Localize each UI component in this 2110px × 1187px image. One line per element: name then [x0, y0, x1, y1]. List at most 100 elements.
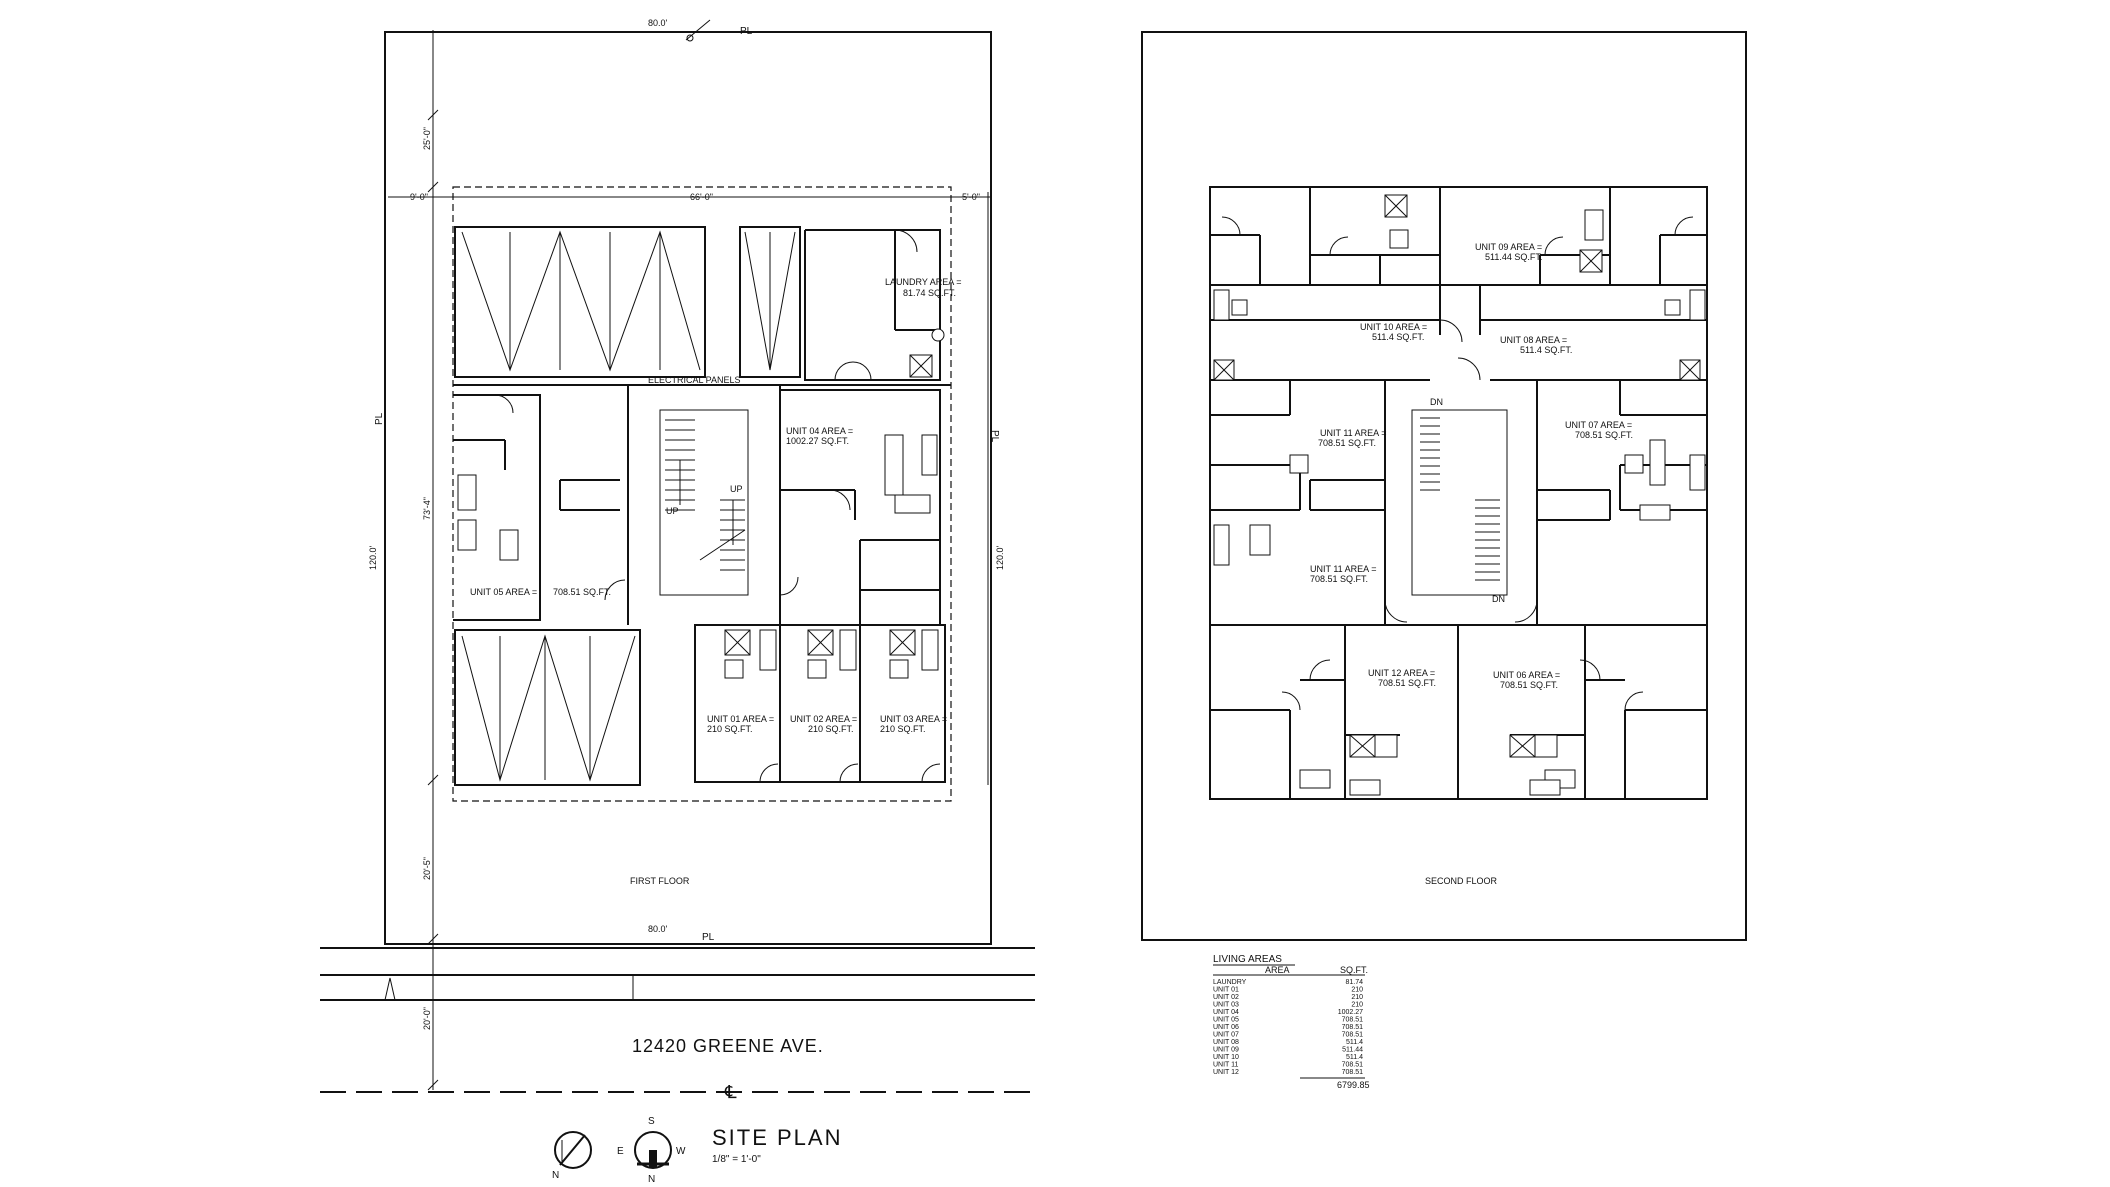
- pl-bottom: PL: [702, 932, 715, 943]
- unit05-area: 708.51 SQ.FT.: [553, 587, 611, 597]
- dim-building-depth: 73'-4": [422, 497, 432, 520]
- unit11b-area: 708.51 SQ.FT.: [1310, 574, 1368, 584]
- living-areas-table: LIVING AREAS AREA SQ.FT. 6799.85 LAUNDRY…: [1213, 954, 1370, 1090]
- table-row-sqft: 708.51: [1342, 1069, 1364, 1076]
- unit09-area: 511.44 SQ.FT.: [1485, 252, 1542, 262]
- site-plan-title: SITE PLAN: [712, 1125, 842, 1150]
- electrical-panels-label: ELECTRICAL PANELS: [648, 375, 741, 385]
- living-areas-title: LIVING AREAS: [1213, 954, 1282, 965]
- site-plan: 80.0' PL 66'-0" 9'-0" 5'-0" 25'-0" 73'-4…: [320, 18, 1035, 1185]
- stair-up2-label: UP: [666, 506, 679, 516]
- dim-sidewalk: 20'-0": [422, 1007, 432, 1030]
- table-row-sqft: 210: [1351, 994, 1363, 1001]
- building-footprint: [452, 186, 952, 802]
- street-name: 12420 GREENE AVE.: [632, 1036, 824, 1056]
- table-row-sqft: 511.44: [1342, 1047, 1363, 1054]
- unit11a-label: UNIT 11 AREA =: [1320, 428, 1386, 438]
- second-floor-plan: UNIT 09 AREA = 511.44 SQ.FT. UNIT 10 ARE…: [1141, 31, 1747, 941]
- compass-s: S: [648, 1116, 655, 1127]
- second-floor-label: SECOND FLOOR: [1425, 876, 1498, 886]
- table-row-sqft: 511.4: [1346, 1054, 1363, 1061]
- table-row-area: UNIT 01: [1213, 987, 1239, 994]
- unit02-label: UNIT 02 AREA =: [790, 714, 857, 724]
- table-row-sqft: 511.4: [1346, 1039, 1363, 1046]
- compass-w: W: [676, 1146, 686, 1157]
- unit04-area: 1002.27 SQ.FT.: [786, 436, 849, 446]
- table-row-area: UNIT 07: [1213, 1032, 1239, 1039]
- lot-boundary: [384, 31, 992, 945]
- living-areas-total: 6799.85: [1337, 1080, 1370, 1090]
- first-floor-label: FIRST FLOOR: [630, 876, 690, 886]
- pl-left: PL: [374, 412, 385, 425]
- unit11b-label: UNIT 11 AREA =: [1310, 564, 1376, 574]
- pl-right: PL: [989, 430, 1000, 443]
- north-arrow: N: [552, 1131, 592, 1181]
- table-row-area: UNIT 04: [1213, 1009, 1239, 1016]
- unit01-area: 210 SQ.FT.: [707, 724, 753, 734]
- dim-lot-depth-right: 120.0': [995, 545, 1005, 570]
- unit05-label: UNIT 05 AREA =: [470, 587, 537, 597]
- unit03-label: UNIT 03 AREA =: [880, 714, 947, 724]
- table-row-sqft: 708.51: [1342, 1017, 1364, 1024]
- table-row-area: UNIT 11: [1213, 1062, 1239, 1069]
- unit03-area: 210 SQ.FT.: [880, 724, 926, 734]
- table-row-area: UNIT 09: [1213, 1047, 1239, 1054]
- site-plan-scale: 1/8" = 1'-0": [712, 1154, 761, 1165]
- stair-dn-label: DN: [1430, 397, 1443, 407]
- centerline-mark: ℄: [724, 1082, 738, 1102]
- dim-rear-setback: 25'-0": [422, 127, 432, 150]
- second-floor-sheet-border: [1141, 31, 1747, 941]
- stair-up-label: UP: [730, 484, 743, 494]
- table-row-area: UNIT 02: [1213, 994, 1239, 1001]
- compass-n: N: [648, 1174, 655, 1185]
- col-area-header: AREA: [1265, 965, 1290, 975]
- laundry-label: LAUNDRY AREA =: [885, 277, 961, 287]
- stair-dn2-label: DN: [1492, 594, 1505, 604]
- unit12-label: UNIT 12 AREA =: [1368, 668, 1435, 678]
- dim-bottom-width: 80.0': [648, 924, 668, 934]
- unit04-label: UNIT 04 AREA =: [786, 426, 853, 436]
- dim-side-right: 5'-0": [962, 192, 980, 202]
- pl-top: PL: [740, 26, 753, 37]
- compass-rose: S E W N: [617, 1116, 686, 1185]
- unit07-label: UNIT 07 AREA =: [1565, 420, 1632, 430]
- table-row-sqft: 1002.27: [1338, 1009, 1363, 1016]
- table-row-sqft: 81.74: [1345, 979, 1363, 986]
- compass-e: E: [617, 1146, 624, 1157]
- dim-lot-depth-left: 120.0': [368, 545, 378, 570]
- table-row-area: UNIT 12: [1213, 1069, 1239, 1076]
- unit02-area: 210 SQ.FT.: [808, 724, 854, 734]
- table-row-area: LAUNDRY: [1213, 979, 1247, 986]
- table-row-sqft: 708.51: [1342, 1032, 1364, 1039]
- unit10-label: UNIT 10 AREA =: [1360, 322, 1427, 332]
- table-row-area: UNIT 05: [1213, 1017, 1239, 1024]
- unit01-label: UNIT 01 AREA =: [707, 714, 774, 724]
- table-row-sqft: 708.51: [1342, 1024, 1364, 1031]
- unit08-area: 511.4 SQ.FT.: [1520, 345, 1572, 355]
- unit09-label: UNIT 09 AREA =: [1475, 242, 1542, 252]
- unit08-label: UNIT 08 AREA =: [1500, 335, 1567, 345]
- first-floor-walls: [453, 229, 951, 783]
- unit11a-area: 708.51 SQ.FT.: [1318, 438, 1376, 448]
- dim-building-width: 66'-0": [690, 192, 713, 202]
- unit06-area: 708.51 SQ.FT.: [1500, 680, 1558, 690]
- table-row-area: UNIT 08: [1213, 1039, 1239, 1046]
- unit12-area: 708.51 SQ.FT.: [1378, 678, 1436, 688]
- table-row-area: UNIT 10: [1213, 1054, 1239, 1061]
- unit10-area: 511.4 SQ.FT.: [1372, 332, 1424, 342]
- dim-top-width: 80.0': [648, 18, 668, 28]
- laundry-area: 81.74 SQ.FT.: [903, 288, 956, 298]
- table-row-sqft: 210: [1351, 1002, 1363, 1009]
- table-row-area: UNIT 06: [1213, 1024, 1239, 1031]
- dim-front-setback: 20'-5": [422, 857, 432, 880]
- north-arrow-n: N: [552, 1170, 559, 1181]
- dim-side-left: 9'-0": [410, 192, 428, 202]
- second-floor-walls: [1210, 187, 1707, 799]
- table-row-sqft: 708.51: [1342, 1062, 1364, 1069]
- table-row-sqft: 210: [1351, 987, 1363, 994]
- unit06-label: UNIT 06 AREA =: [1493, 670, 1560, 680]
- unit07-area: 708.51 SQ.FT.: [1575, 430, 1633, 440]
- table-row-area: UNIT 03: [1213, 1002, 1239, 1009]
- col-sqft-header: SQ.FT.: [1340, 965, 1368, 975]
